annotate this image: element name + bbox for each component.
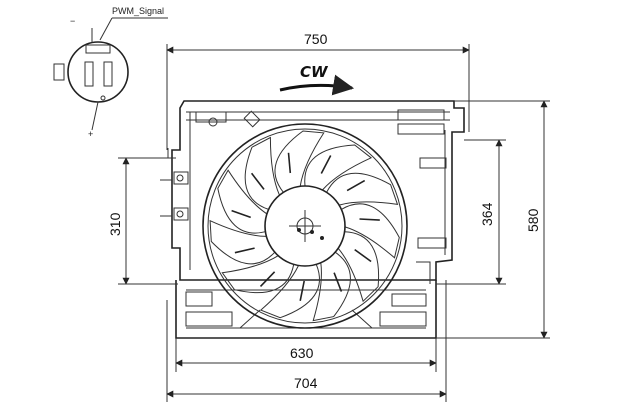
dim-left-height-value: 310 xyxy=(107,212,123,236)
dim-mid-height-value: 364 xyxy=(479,202,495,226)
fan-blade-rib xyxy=(287,152,292,174)
fan-blades xyxy=(209,130,400,322)
dim-mid-height: 364 xyxy=(436,139,506,285)
dim-overall-width-value: 750 xyxy=(304,31,328,47)
dim-overall-height: 580 xyxy=(436,100,550,339)
fan-blade-rib xyxy=(359,218,380,221)
fan-blade xyxy=(326,172,399,206)
fan-blade xyxy=(304,144,373,191)
fan xyxy=(202,123,408,329)
fan-blade-rib xyxy=(333,272,343,292)
pwm-signal-label: PWM_Signal xyxy=(112,6,164,16)
fan-blade-rib xyxy=(231,209,251,219)
dim-lower-width: 704 xyxy=(166,280,447,402)
connector-detail: − PWM_Signal + xyxy=(53,6,168,139)
fan-blade-rib xyxy=(259,271,276,287)
plus-label: + xyxy=(88,129,93,139)
rotation-label: CW xyxy=(300,63,329,81)
fan-blade xyxy=(312,251,351,322)
rotation-indicator: CW xyxy=(279,63,355,96)
dim-overall-height-value: 580 xyxy=(525,208,541,232)
fan-blade xyxy=(259,264,320,319)
fan-hub xyxy=(264,185,346,267)
dim-inner-width: 630 xyxy=(175,338,437,372)
minus-label: − xyxy=(70,16,75,26)
rotation-arrow-icon xyxy=(279,74,355,96)
dim-left-height: 310 xyxy=(107,157,178,285)
dim-lower-width-value: 704 xyxy=(294,375,318,391)
fan-blade-rib xyxy=(354,248,372,263)
fan-blade-rib xyxy=(320,155,332,174)
dim-overall-width: 750 xyxy=(166,31,470,150)
fan-blade xyxy=(217,169,268,234)
fan-blade-rib xyxy=(234,247,255,254)
fan-blade xyxy=(337,231,380,303)
fan-blade xyxy=(274,130,325,193)
fan-blade xyxy=(341,203,400,259)
fan-outer-ring xyxy=(202,123,408,329)
dim-inner-width-value: 630 xyxy=(290,345,314,361)
fan-blade xyxy=(221,255,295,294)
fan-blade xyxy=(209,219,276,265)
fan-blade-rib xyxy=(250,172,265,190)
fan-blade-rib xyxy=(346,179,366,192)
shroud xyxy=(160,100,465,284)
fan-blade xyxy=(244,136,280,210)
fan-blade-rib xyxy=(299,280,305,301)
lower-frame xyxy=(175,280,437,339)
